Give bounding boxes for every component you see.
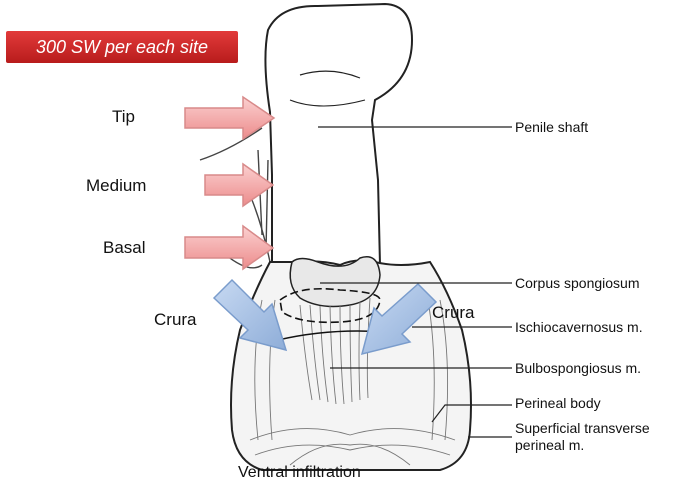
basal-label: Basal xyxy=(103,238,146,258)
ischiocavernosus-label: Ischiocavernosus m. xyxy=(515,319,643,336)
crura-right-label: Crura xyxy=(432,303,475,323)
penile-shaft-drawing xyxy=(265,4,412,265)
superficial-transverse-label-line1: Superficial transverse xyxy=(515,420,650,437)
medium-arrow xyxy=(205,164,273,206)
tip-label: Tip xyxy=(112,107,135,127)
perineal-body-label: Perineal body xyxy=(515,395,601,412)
dose-badge-text: 300 SW per each site xyxy=(6,37,238,58)
crura-left-label: Crura xyxy=(154,310,197,330)
medium-label: Medium xyxy=(86,176,146,196)
bulbospongiosus-label: Bulbospongiosus m. xyxy=(515,360,641,377)
caption: Ventral infiltration xyxy=(238,464,361,482)
site-arrows xyxy=(185,97,274,269)
superficial-transverse-label-line2: perineal m. xyxy=(515,437,584,454)
dose-badge: 300 SW per each site xyxy=(6,31,238,63)
perineum-drawing xyxy=(231,257,471,470)
tip-arrow xyxy=(185,97,274,139)
corpus-spongiosum-label: Corpus spongiosum xyxy=(515,275,640,292)
penile-shaft-label: Penile shaft xyxy=(515,119,588,136)
basal-arrow xyxy=(185,226,273,269)
